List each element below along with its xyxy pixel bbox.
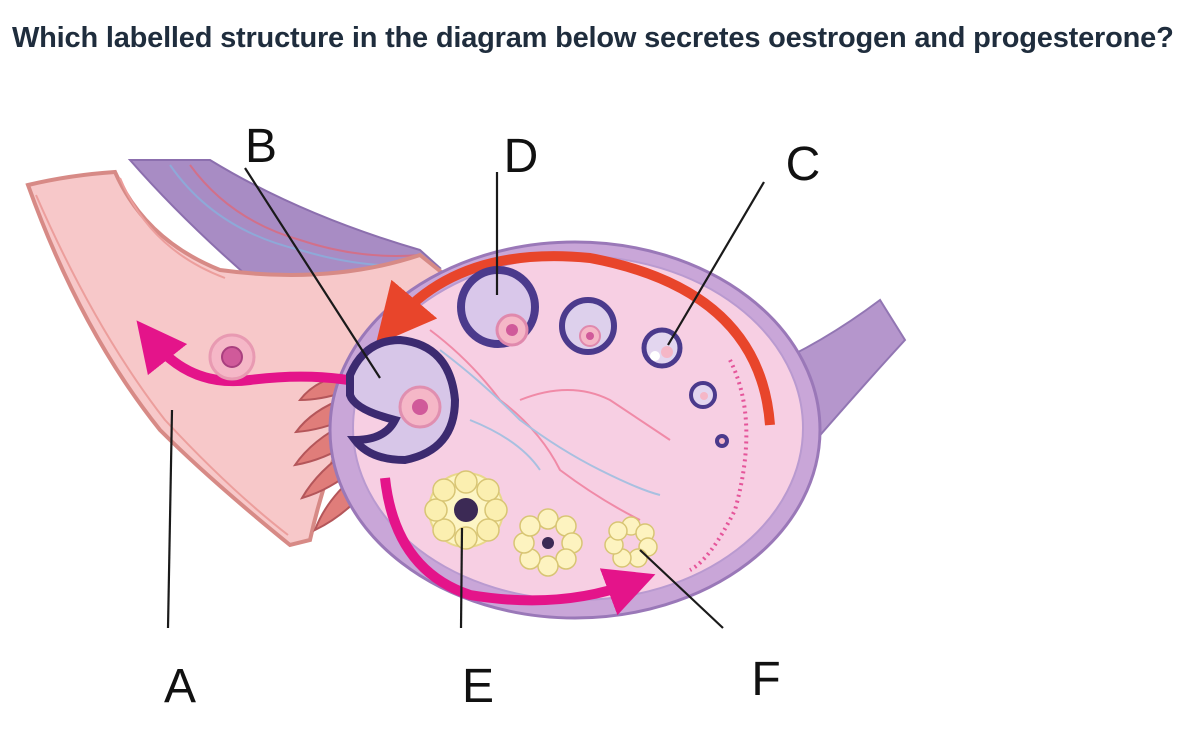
germinal-epithelium <box>689 359 749 572</box>
follicle-medium <box>559 297 617 355</box>
primordial-follicle <box>689 381 717 409</box>
leader-lines <box>166 167 765 629</box>
corpus-luteum-e <box>424 470 508 550</box>
corpus-luteum-arrow <box>380 477 656 616</box>
corpus-albicans-f <box>604 516 658 568</box>
label-b: B <box>245 120 277 173</box>
label-c: C <box>786 138 821 191</box>
label-a: A <box>164 660 196 713</box>
label-d: D <box>504 130 539 183</box>
follicle-development-arrow <box>375 251 775 426</box>
label-e: E <box>462 660 494 713</box>
leader-line-c <box>667 181 765 346</box>
blood-vessel-red <box>189 164 421 257</box>
leader-line-f <box>639 549 724 629</box>
leader-line-a <box>166 409 174 629</box>
leader-line-b <box>244 167 381 379</box>
leader-line-e <box>459 527 464 629</box>
corpus-luteum-middle <box>513 508 583 577</box>
stromal-vessels <box>429 329 671 521</box>
primordial-follicle-small <box>715 434 729 448</box>
ruptured-follicle <box>346 335 460 465</box>
question-text: Which labelled structure in the diagram … <box>12 22 1174 54</box>
ovum-in-tube <box>208 333 256 381</box>
blood-vessel-blue <box>169 164 411 267</box>
label-f: F <box>751 653 780 706</box>
